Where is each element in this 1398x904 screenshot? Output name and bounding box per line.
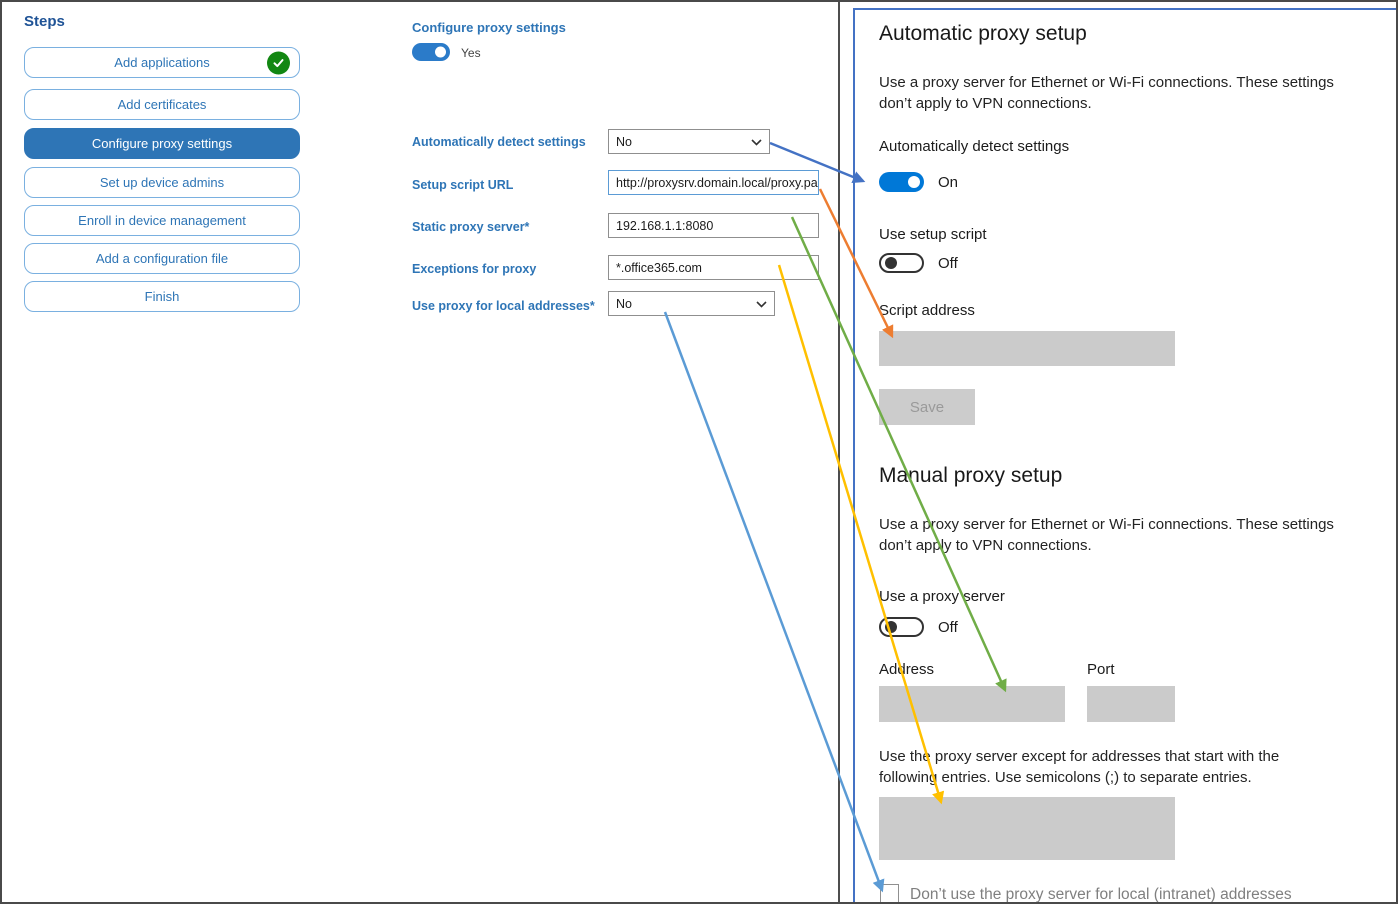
use-proxy-server-label: Use a proxy server xyxy=(879,588,1005,605)
port-label: Port xyxy=(1087,661,1115,678)
proxy-server-toggle-state: Off xyxy=(938,619,958,636)
proxy-exceptions-description: Use the proxy server except for addresse… xyxy=(879,748,1280,786)
sidebar-item-label: Add certificates xyxy=(117,97,207,112)
sidebar-item-label: Configure proxy settings xyxy=(91,136,233,151)
setup-script-toggle[interactable] xyxy=(879,253,924,273)
local-addresses-checkbox[interactable] xyxy=(880,884,899,902)
sidebar-item-finish[interactable]: Finish xyxy=(24,281,300,312)
auto-detect-settings-label: Automatically detect settings xyxy=(879,138,1070,155)
setup-script-toggle-state: Off xyxy=(938,255,958,272)
auto-detect-toggle[interactable] xyxy=(879,172,924,192)
input-value: 192.168.1.1:8080 xyxy=(616,218,714,233)
annotation-arrow-local-addresses-mapping xyxy=(663,311,885,893)
setup-script-url-field-label: Setup script URL xyxy=(412,178,514,192)
script-address-input[interactable] xyxy=(879,331,1175,366)
sidebar-item-label: Set up device admins xyxy=(99,175,225,190)
auto-detect-field-label: Automatically detect settings xyxy=(412,135,586,149)
use-proxy-local-field-label: Use proxy for local addresses* xyxy=(412,299,595,313)
setup-script-url-input[interactable]: http://proxysrv.domain.local/proxy.pa xyxy=(608,170,819,195)
sidebar-item-configure-proxy-settings[interactable]: Configure proxy settings xyxy=(24,128,300,159)
proxy-exceptions-textarea[interactable] xyxy=(879,797,1175,860)
manual-proxy-description: Use a proxy server for Ethernet or Wi-Fi… xyxy=(879,516,1334,554)
use-setup-script-label: Use setup script xyxy=(879,226,987,243)
dropdown-value: No xyxy=(616,296,632,311)
completed-check-icon xyxy=(267,51,290,74)
port-input[interactable] xyxy=(1087,686,1175,722)
sidebar-item-add-applications[interactable]: Add applications xyxy=(24,47,300,78)
use-proxy-for-local-addresses-dropdown[interactable]: No xyxy=(608,291,775,316)
sidebar-item-label: Enroll in device management xyxy=(78,213,246,228)
chevron-down-icon xyxy=(751,135,762,149)
proxy-server-toggle[interactable] xyxy=(879,617,924,637)
static-proxy-server-input[interactable]: 192.168.1.1:8080 xyxy=(608,213,819,238)
local-addresses-checkbox-label: Don’t use the proxy server for local (in… xyxy=(910,886,1292,903)
chevron-down-icon xyxy=(756,297,767,311)
sidebar-item-label: Add applications xyxy=(114,55,210,70)
configure-proxy-toggle-state: Yes xyxy=(461,46,481,60)
sidebar-item-set-up-device-admins[interactable]: Set up device admins xyxy=(24,167,300,198)
sidebar-item-enroll-in-device-management[interactable]: Enroll in device management xyxy=(24,205,300,236)
input-value: *.office365.com xyxy=(616,260,702,275)
manual-proxy-setup-heading: Manual proxy setup xyxy=(879,464,1063,487)
address-input[interactable] xyxy=(879,686,1065,722)
dropdown-value: No xyxy=(616,134,632,149)
sidebar-item-add-certificates[interactable]: Add certificates xyxy=(24,89,300,120)
script-address-label: Script address xyxy=(879,302,975,319)
steps-title: Steps xyxy=(24,13,65,30)
save-button[interactable]: Save xyxy=(879,389,975,425)
auto-detect-toggle-state: On xyxy=(938,174,959,191)
configure-proxy-settings-label: Configure proxy settings xyxy=(412,20,566,35)
configure-proxy-toggle[interactable] xyxy=(412,43,450,61)
automatically-detect-settings-dropdown[interactable]: No xyxy=(608,129,770,154)
sidebar-item-label: Add a configuration file xyxy=(95,251,229,266)
sidebar-item-add-a-configuration-file[interactable]: Add a configuration file xyxy=(24,243,300,274)
sidebar-item-label: Finish xyxy=(144,289,180,304)
automatic-proxy-description: Use a proxy server for Ethernet or Wi-Fi… xyxy=(879,74,1334,112)
app-window-right-border xyxy=(838,2,840,902)
exceptions-for-proxy-input[interactable]: *.office365.com xyxy=(608,255,819,280)
exceptions-for-proxy-field-label: Exceptions for proxy xyxy=(412,262,537,276)
static-proxy-server-field-label: Static proxy server* xyxy=(412,220,530,234)
input-value: http://proxysrv.domain.local/proxy.pa xyxy=(616,175,818,190)
address-label: Address xyxy=(879,661,935,678)
automatic-proxy-setup-heading: Automatic proxy setup xyxy=(879,22,1087,45)
